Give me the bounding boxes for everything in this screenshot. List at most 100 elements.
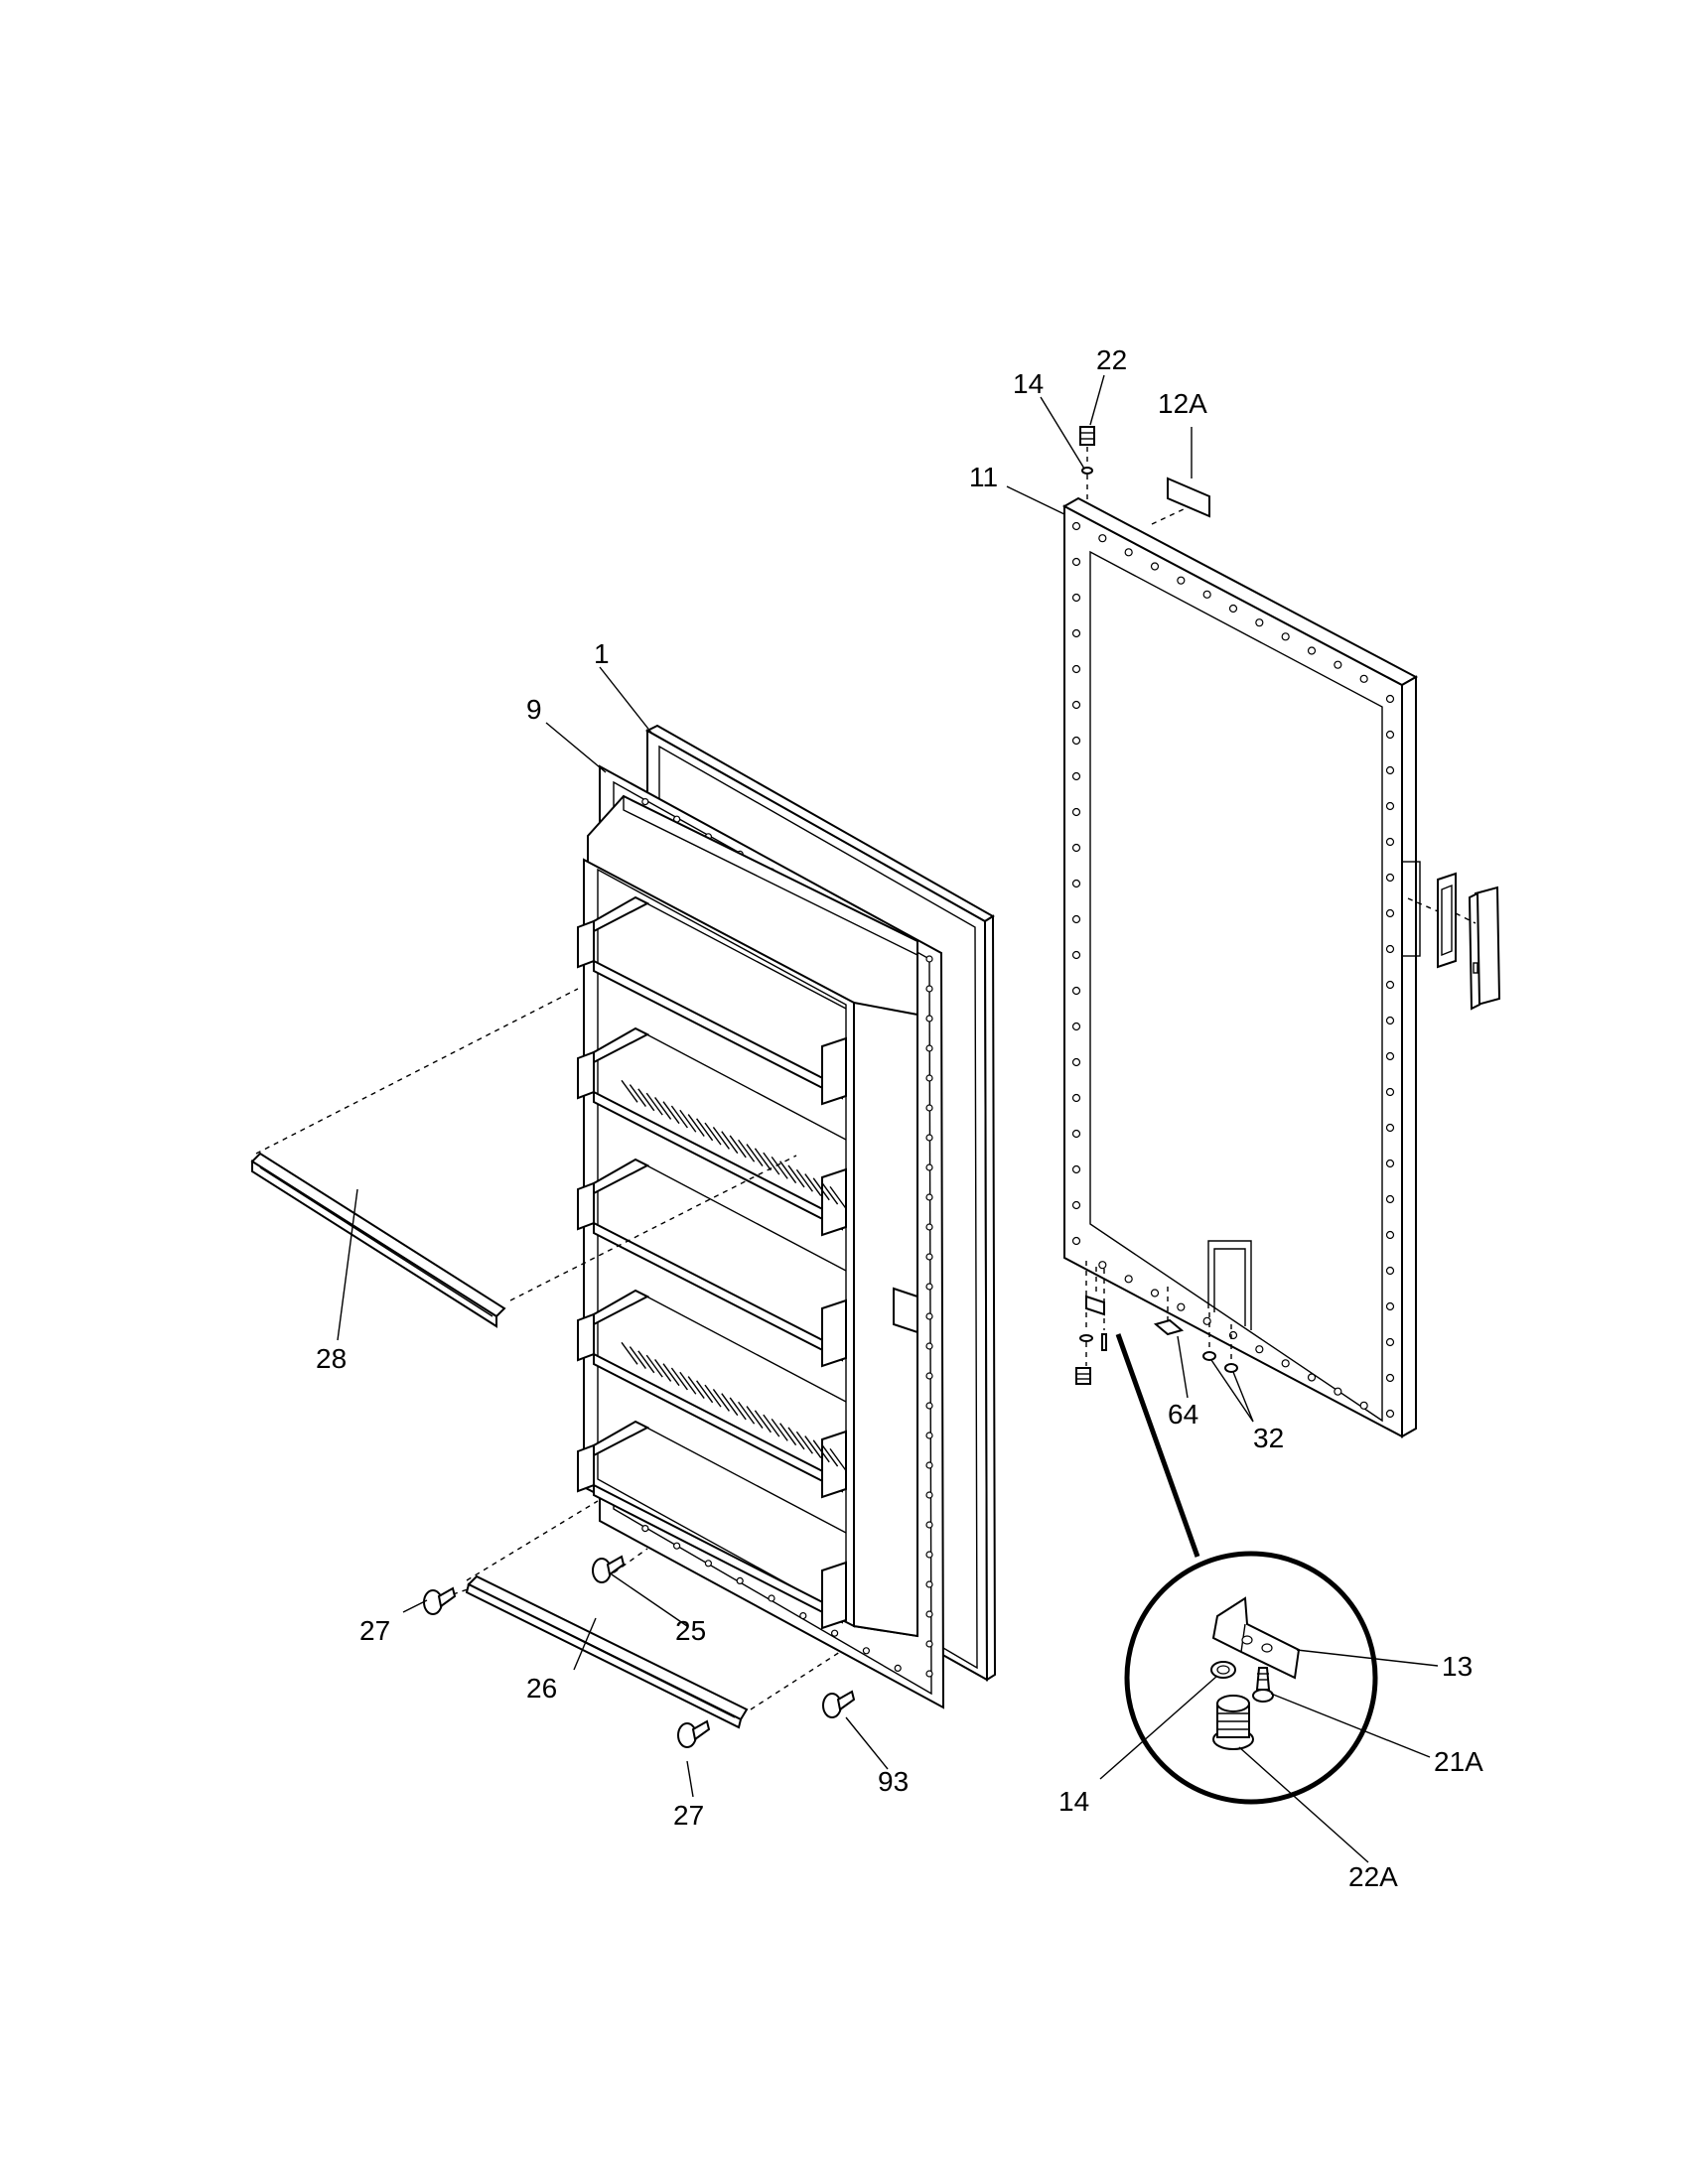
guide-line: [509, 1155, 797, 1301]
screw-hole: [1307, 646, 1317, 655]
hinge-bracket-13[interactable]: [1211, 1596, 1301, 1680]
callout-11: 11: [969, 462, 998, 492]
plugs-32[interactable]: [1202, 1351, 1238, 1373]
screw-hole: [925, 1074, 933, 1082]
door-shelf: [577, 1289, 847, 1499]
screw-hole: [768, 1594, 775, 1602]
screw-hole: [1385, 944, 1395, 954]
washer-14-top[interactable]: [1081, 467, 1093, 475]
screw-hole: [925, 1402, 933, 1410]
screw-hole: [641, 1524, 649, 1533]
screw-hole: [1385, 837, 1395, 847]
screw-hole: [1071, 807, 1081, 817]
screw-hole: [1071, 700, 1081, 710]
screw-27-lower[interactable]: [677, 1719, 711, 1748]
outer-panel-screw-holes: [1071, 521, 1395, 1419]
screw-hole: [672, 1542, 681, 1550]
screw-hole: [1359, 674, 1368, 683]
screw-hole: [925, 1253, 933, 1261]
screw-hole: [1281, 1359, 1290, 1368]
screw-hole: [1385, 694, 1395, 704]
screw-hole: [1098, 534, 1107, 543]
screw-hole: [799, 1611, 807, 1620]
screw-hole: [1071, 1057, 1081, 1067]
screw-hole: [1071, 521, 1081, 531]
screw-hole: [1385, 1301, 1395, 1311]
door-handle-assembly: [1407, 872, 1501, 1011]
screw-27-upper[interactable]: [423, 1586, 457, 1615]
callout-9: 9: [526, 694, 542, 725]
door-shelf: [577, 1420, 847, 1630]
screw-hole: [1385, 1373, 1395, 1383]
screw-hole: [830, 1629, 839, 1637]
screw-hole: [1071, 1200, 1081, 1210]
screw-hole: [1177, 1302, 1186, 1311]
screw-hole: [1071, 879, 1081, 888]
callout-21A: 21A: [1434, 1746, 1483, 1777]
screw-hole: [1098, 1261, 1107, 1270]
screw-hole: [862, 1647, 871, 1655]
screw-hole: [1071, 986, 1081, 996]
screw-hole: [925, 1551, 933, 1559]
screw-hole: [925, 1134, 933, 1142]
screw-hole: [1071, 1164, 1081, 1174]
leader-lines: [337, 374, 1439, 1863]
callout-32: 32: [1253, 1423, 1284, 1453]
clip-64[interactable]: [1153, 1318, 1185, 1336]
screw-93[interactable]: [822, 1690, 856, 1718]
screw-hole: [1228, 604, 1238, 614]
hinge-pin-22[interactable]: [1079, 426, 1095, 446]
screw-25[interactable]: [592, 1555, 626, 1583]
screw-hole: [925, 1342, 933, 1350]
callout-1: 1: [594, 638, 610, 669]
door-shelf: [577, 895, 847, 1106]
callout-93: 93: [878, 1766, 909, 1797]
screw-hole: [1255, 1345, 1264, 1354]
screw-hole: [1385, 1337, 1395, 1347]
screw-hole: [1202, 590, 1211, 599]
bottom-hinge-parts[interactable]: [1075, 1295, 1107, 1385]
callout-14-top: 14: [1013, 368, 1044, 399]
guide-line: [452, 1587, 472, 1595]
screw-hole: [925, 1104, 933, 1112]
screw-hole: [894, 1664, 902, 1673]
guide-line: [255, 988, 579, 1155]
screw-hole: [925, 1461, 933, 1469]
callout-27-lower: 27: [673, 1800, 704, 1831]
callout-22: 22: [1096, 344, 1127, 375]
screw-hole: [925, 1193, 933, 1201]
guide-line: [605, 1548, 648, 1579]
label-12A[interactable]: [1167, 477, 1210, 518]
screw-21A[interactable]: [1252, 1667, 1274, 1703]
screw-hole: [1281, 632, 1290, 641]
screw-hole: [925, 1580, 933, 1588]
hinge-pin-22A[interactable]: [1212, 1695, 1254, 1750]
callout-22A: 22A: [1348, 1861, 1398, 1892]
screw-hole: [1255, 618, 1264, 627]
screw-hole: [1385, 980, 1395, 990]
screw-hole: [1071, 1093, 1081, 1103]
screw-hole: [1071, 736, 1081, 746]
callout-28: 28: [316, 1343, 347, 1374]
screw-hole: [1385, 1123, 1395, 1133]
outer-door-panel: [1061, 496, 1421, 1438]
door-shelves: [577, 895, 847, 1630]
screw-hole: [1150, 1289, 1160, 1297]
screw-hole: [1071, 914, 1081, 924]
door-shelf: [577, 1026, 847, 1237]
screw-hole: [925, 1163, 933, 1171]
shelf-bar-28[interactable]: [250, 1152, 506, 1328]
screw-hole: [925, 1015, 933, 1023]
screw-hole: [1385, 1409, 1395, 1419]
screw-hole: [925, 1283, 933, 1291]
screw-hole: [641, 797, 649, 806]
screw-hole: [1385, 1194, 1395, 1204]
shelf-bar-26[interactable]: [465, 1574, 749, 1729]
screw-hole: [925, 1432, 933, 1439]
callout-13: 13: [1442, 1651, 1473, 1682]
screw-hole: [1071, 950, 1081, 960]
screw-hole: [1359, 1401, 1368, 1410]
screw-hole: [1071, 1129, 1081, 1139]
screw-hole: [925, 985, 933, 993]
screw-hole: [1385, 730, 1395, 740]
